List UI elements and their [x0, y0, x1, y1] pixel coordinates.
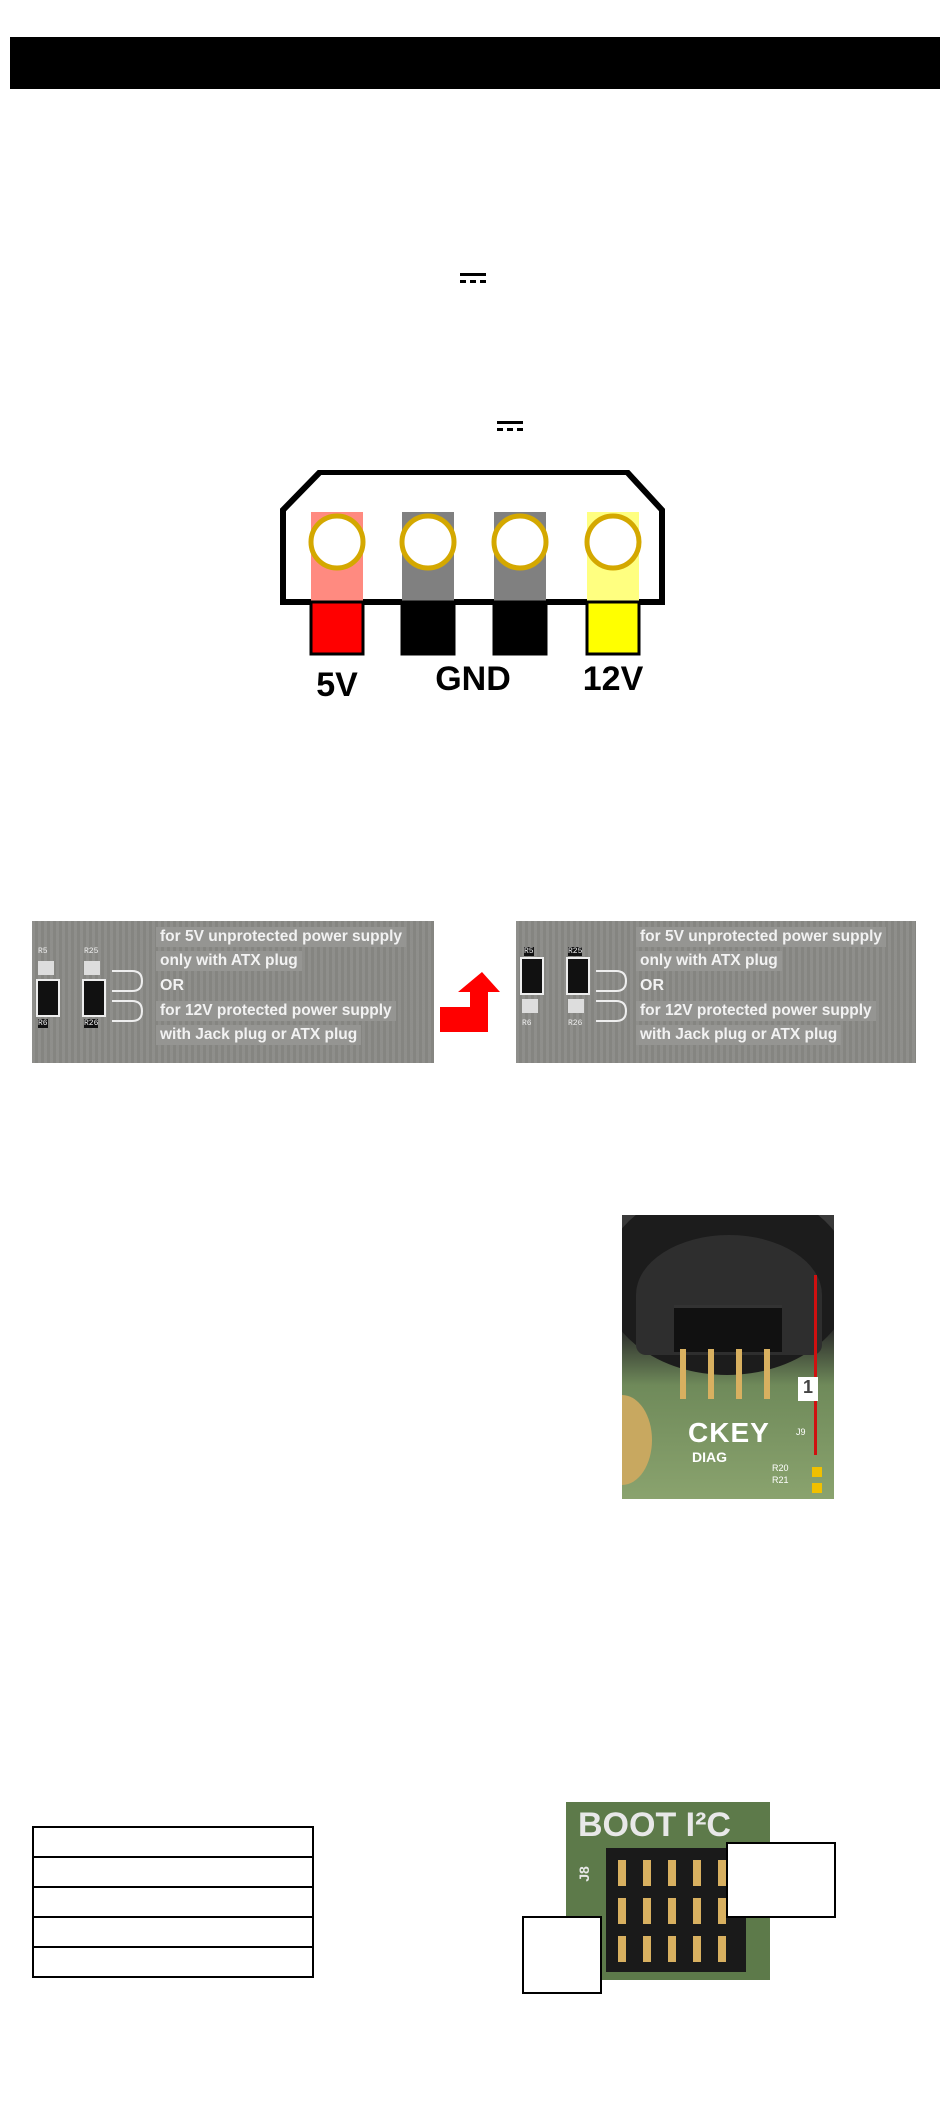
- silk-r5: R5: [38, 947, 48, 956]
- table-row: [32, 1886, 314, 1918]
- header-pin: [643, 1860, 651, 1886]
- pin-tip: [400, 600, 456, 656]
- jumper-text-12v-line1: for 12V protected power supply: [156, 1001, 396, 1021]
- silk-r6: R6: [522, 1019, 532, 1028]
- boot-i2c-label: BOOT I²C: [578, 1806, 731, 1844]
- resistor-pad: [568, 999, 584, 1013]
- jumper-r26-selected: [82, 979, 106, 1017]
- silk-r25: R25: [84, 947, 99, 956]
- silk-r5: R5: [524, 947, 534, 956]
- pin-ring: [308, 513, 366, 571]
- header-bar: [10, 37, 940, 89]
- pin-label-5v: 5V: [316, 666, 358, 704]
- silk-r6: R6: [38, 1019, 48, 1028]
- header-pin: [668, 1860, 676, 1886]
- pin-tip: [492, 600, 548, 656]
- header-pin: [693, 1898, 701, 1924]
- ckey-connector-photo: 1 CKEY J9 DIAG R20 R21: [622, 1215, 834, 1499]
- header-pin: [618, 1860, 626, 1886]
- jumper-text-5v-line2: only with ATX plug: [636, 951, 782, 971]
- header-pin: [643, 1898, 651, 1924]
- header-pin: [618, 1898, 626, 1924]
- resistor-pad: [84, 961, 100, 975]
- table-row: [32, 1946, 314, 1978]
- header-pin: [668, 1936, 676, 1962]
- jumper-text-5v-line2: only with ATX plug: [156, 951, 302, 971]
- molex-power-connector-diagram: 5V GND 12V: [280, 470, 665, 704]
- silk-r26: R26: [84, 1019, 99, 1028]
- j8-label: J8: [575, 1866, 592, 1882]
- jumper-text-or: OR: [160, 977, 184, 994]
- callout-box-left: [522, 1916, 602, 1994]
- ckey-label: CKEY: [688, 1417, 770, 1448]
- pin-ring: [491, 513, 549, 571]
- header-pin: [718, 1936, 726, 1962]
- jumper-text-12v-line2: with Jack plug or ATX plug: [156, 1025, 362, 1045]
- r21-label: R21: [772, 1475, 789, 1485]
- header-pin: [643, 1936, 651, 1962]
- resistor-pad: [522, 999, 538, 1013]
- table-row: [32, 1856, 314, 1888]
- jumper-text-5v-line1: for 5V unprotected power supply: [636, 927, 886, 947]
- r20-label: R20: [772, 1463, 789, 1473]
- header-pin: [668, 1898, 676, 1924]
- pin-tip: [585, 600, 641, 656]
- pin-tip: [309, 600, 365, 656]
- silk-r25: R25: [568, 947, 583, 956]
- pin-label-gnd: GND: [435, 660, 511, 698]
- dc-voltage-icon: [497, 421, 523, 433]
- header-pin: [693, 1936, 701, 1962]
- header-pin: [693, 1860, 701, 1886]
- silk-r26: R26: [568, 1019, 583, 1028]
- empty-table: [32, 1826, 314, 1978]
- jumper-r25-selected: [566, 957, 590, 995]
- jumper-panel-before: R5 R25 R6 R26 for 5V unprotected power s…: [32, 921, 434, 1063]
- jumper-text-12v-line2: with Jack plug or ATX plug: [636, 1025, 842, 1045]
- table-row: [32, 1916, 314, 1948]
- pin-1-label: 1: [798, 1377, 818, 1401]
- header-pin: [718, 1860, 726, 1886]
- jumper-text-or: OR: [640, 977, 664, 994]
- brace-lines: [596, 970, 628, 1022]
- jumper-r5-selected: [520, 957, 544, 995]
- jumper-r6-selected: [36, 979, 60, 1017]
- header-pin: [618, 1936, 626, 1962]
- pin-ring: [399, 513, 457, 571]
- connector-housing: [280, 470, 665, 605]
- jumper-panel-after: R5 R25 R6 R26 for 5V unprotected power s…: [516, 921, 916, 1063]
- dc-voltage-icon: [460, 273, 486, 285]
- jumper-text-5v-line1: for 5V unprotected power supply: [156, 927, 406, 947]
- j9-label: J9: [796, 1427, 806, 1437]
- table-row: [32, 1826, 314, 1858]
- jumper-text-12v-line1: for 12V protected power supply: [636, 1001, 876, 1021]
- callout-box-right: [726, 1842, 836, 1918]
- resistor-pad: [38, 961, 54, 975]
- diag-label: DIAG: [692, 1449, 727, 1465]
- pin-ring: [584, 513, 642, 571]
- boot-i2c-header-photo: BOOT I²C J8: [566, 1802, 770, 1980]
- header-pin: [718, 1898, 726, 1924]
- red-arrow-icon: [440, 972, 500, 1032]
- pin-label-12v: 12V: [583, 660, 644, 698]
- brace-lines: [112, 970, 144, 1022]
